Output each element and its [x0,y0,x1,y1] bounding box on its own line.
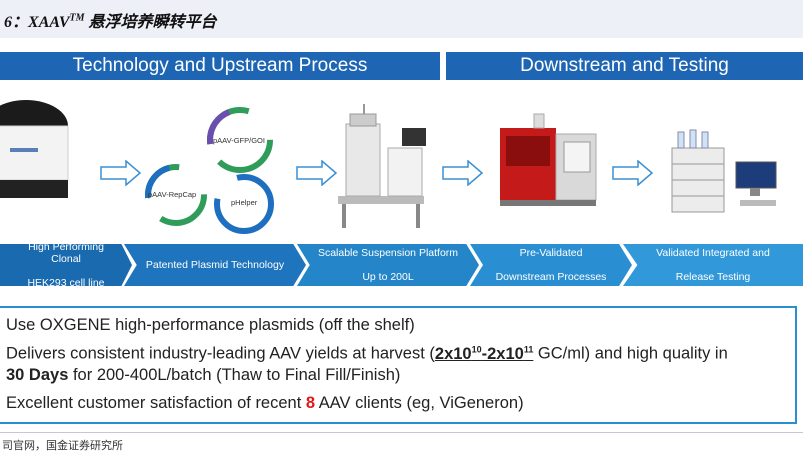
bullet-yields: Delivers consistent industry-leading AAV… [6,344,728,363]
header-technology-upstream: Technology and Upstream Process [0,52,440,80]
cell-incubator-image [0,100,69,198]
banner-plasmid-technology: Patented Plasmid Technology [124,244,306,286]
bullet-days: 30 Days for 200-400L/batch (Thaw to Fina… [6,366,401,384]
process-arrow-1 [100,160,142,186]
slide: Technology and Upstream Process Downstre… [0,38,803,428]
process-arrow-4 [612,160,654,186]
header-downstream-testing: Downstream and Testing [446,52,803,80]
hplc-testing-image [671,129,777,213]
caption-suffix: 悬浮培养瞬转平台 [84,14,217,31]
caption-name: XAAV [28,14,70,31]
plasmid-diagram [145,107,274,234]
source-note: 司官网，国金证券研究所 [2,440,123,452]
bullet-plasmids: Use OXGENE high-performance plasmids (of… [6,316,415,334]
process-arrow-2 [296,160,338,186]
figure-caption: 6：XAAVTM 悬浮培养瞬转平台 [4,8,217,32]
figure-caption-bar: 6：XAAVTM 悬浮培养瞬转平台 [0,0,803,39]
plasmid-label-helper: pHelper [231,198,258,207]
key-points-box: Use OXGENE high-performance plasmids (of… [0,306,797,424]
bioreactor-image [338,104,426,228]
caption-tm: TM [69,12,85,24]
process-arrow-3 [442,160,484,186]
plasmid-label-repcap: pAAV-RepCap [148,190,197,199]
caption-prefix: 6： [4,14,29,31]
bullet-satisfaction: Excellent customer satisfaction of recen… [6,394,524,412]
downstream-system-image [500,113,597,206]
plasmid-label-gfp: pAAV-GFP/GOI [213,136,265,145]
divider [0,432,803,433]
